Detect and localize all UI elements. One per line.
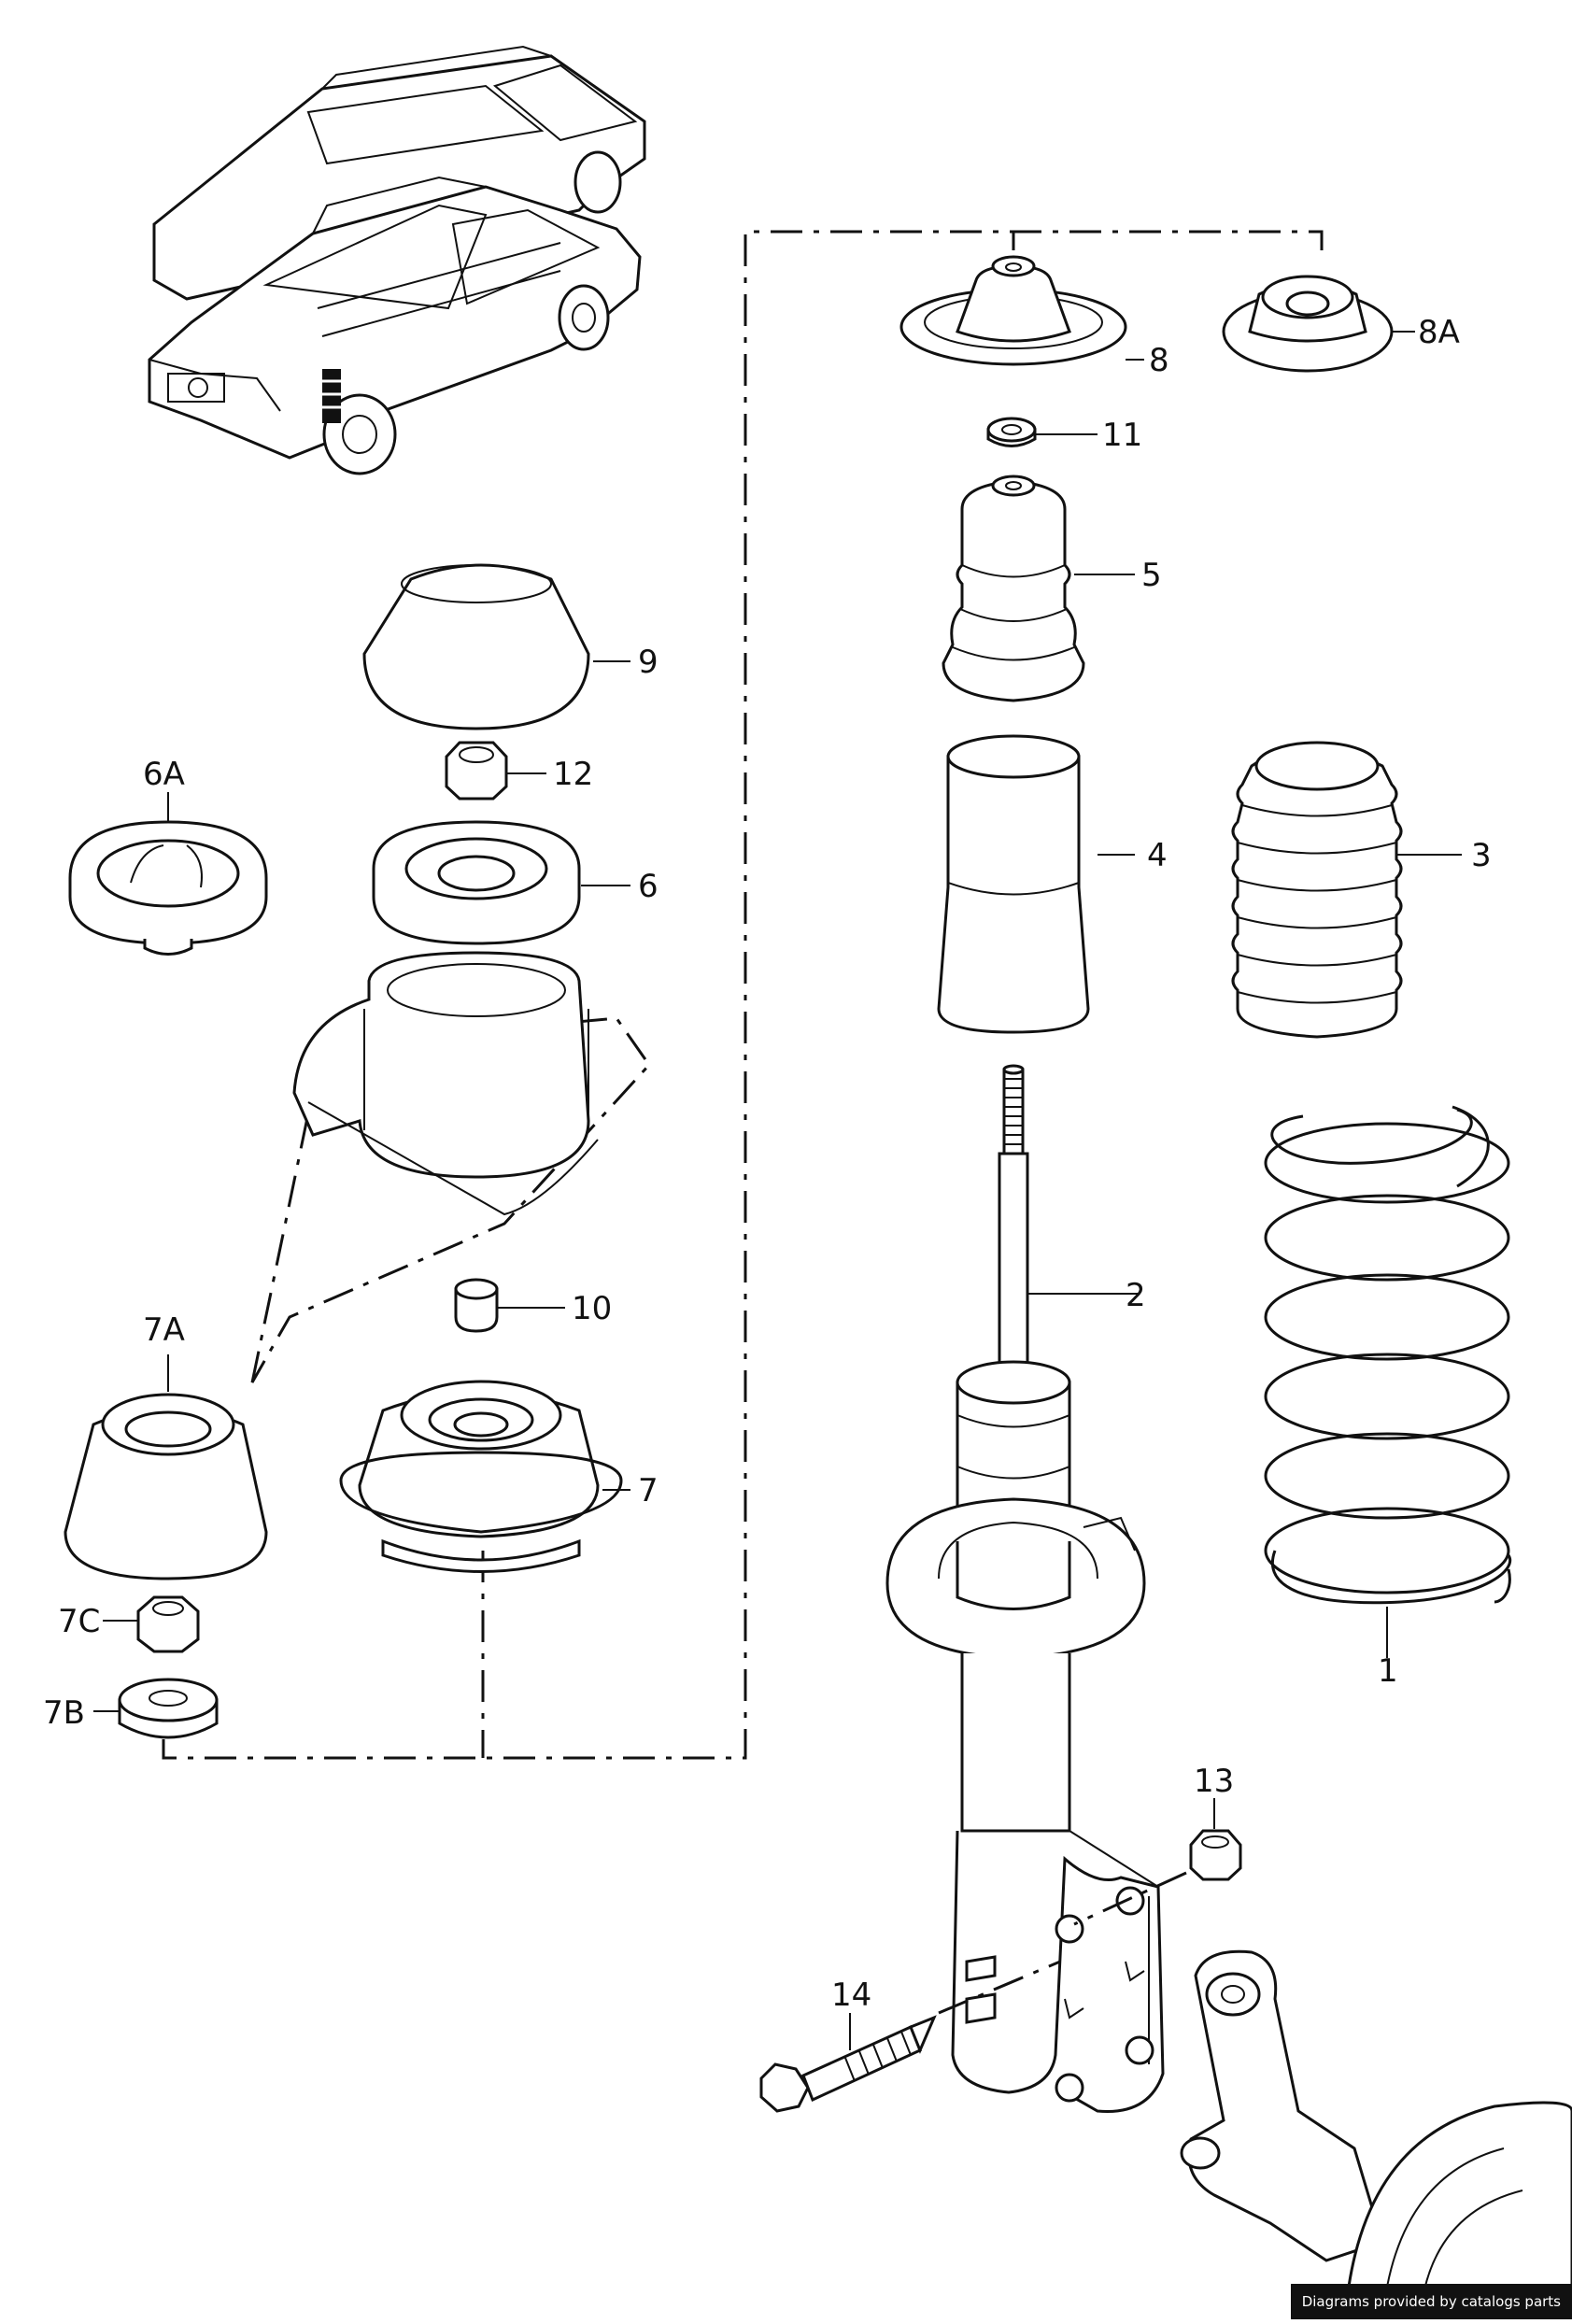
part-14-bolt <box>759 1960 1061 2113</box>
callout-6a: 6A <box>143 756 185 793</box>
callout-14: 14 <box>831 1977 871 2014</box>
callout-2: 2 <box>1126 1277 1146 1314</box>
part-2-strut <box>885 1064 1165 2113</box>
callout-7c: 7C <box>58 1603 100 1640</box>
part-7-mount <box>339 1380 623 1573</box>
callout-8: 8 <box>1149 342 1169 379</box>
callout-10: 10 <box>572 1290 612 1327</box>
part-8-strut-mount <box>899 255 1127 366</box>
wheel-knuckle <box>1180 1949 1572 2321</box>
callout-labels: 1 2 3 4 5 6 6A 7 7A 7B 7C 8 8A 9 10 11 1… <box>43 314 1492 2014</box>
leader-lines <box>93 331 1462 2050</box>
callout-13: 13 <box>1194 1763 1234 1800</box>
part-11-washer <box>986 417 1037 447</box>
callout-7b: 7B <box>43 1694 85 1732</box>
part-7c-nut <box>136 1595 200 1653</box>
vehicle-illustration <box>148 45 646 475</box>
callout-7: 7 <box>638 1472 659 1509</box>
callout-1: 1 <box>1378 1652 1398 1690</box>
callout-3: 3 <box>1471 837 1492 874</box>
callout-11: 11 <box>1102 417 1142 454</box>
part-6a-bearing <box>68 820 268 956</box>
part-13-nut <box>1073 1829 1242 1926</box>
part-4-protective-tube <box>937 734 1090 1034</box>
callout-9: 9 <box>638 644 659 681</box>
part-7a-mount <box>64 1393 268 1580</box>
part-10-sleeve <box>454 1278 499 1333</box>
credit-banner: Diagrams provided by catalogs parts <box>1290 2284 1572 2319</box>
callout-4: 4 <box>1147 837 1168 874</box>
strut-tower <box>292 951 599 1216</box>
part-3-boot <box>1231 741 1403 1039</box>
part-9-cover-cap <box>362 563 590 730</box>
part-12-nut <box>445 741 508 801</box>
callout-12: 12 <box>553 756 593 793</box>
callout-8a: 8A <box>1418 314 1460 351</box>
part-8a-strut-mount <box>1222 275 1394 373</box>
part-1-coil-spring <box>1264 1105 1512 1605</box>
callout-6: 6 <box>638 868 659 905</box>
callout-5: 5 <box>1141 557 1162 594</box>
part-5-bump-stop <box>942 475 1085 702</box>
part-6-bearing <box>372 820 581 945</box>
part-7b-spacer <box>118 1678 219 1739</box>
callout-7a: 7A <box>143 1311 185 1349</box>
